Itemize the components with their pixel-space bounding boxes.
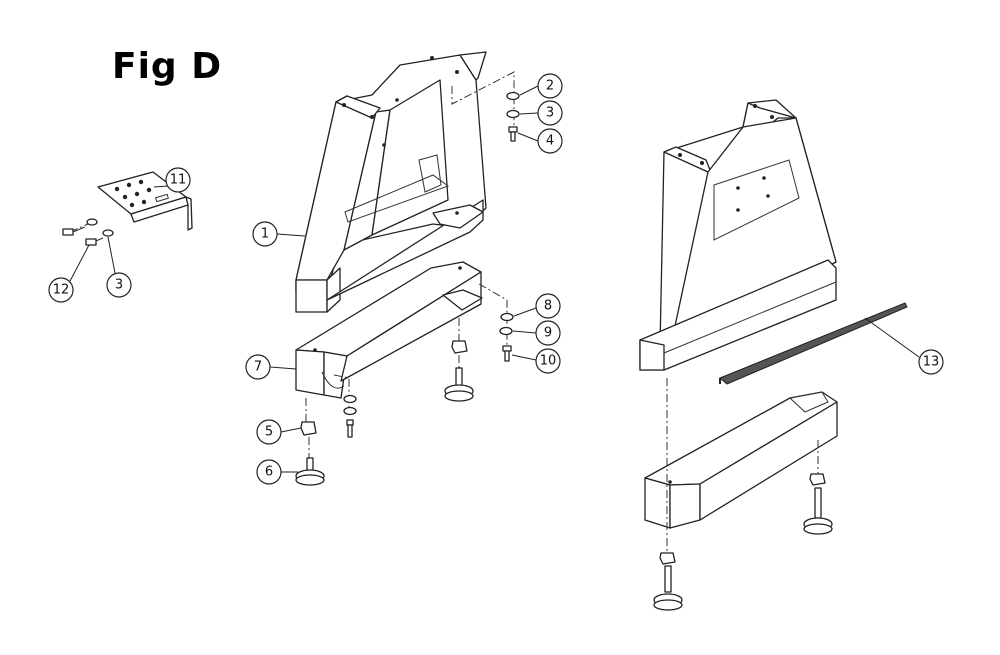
callout-3-bracket: 3 <box>106 272 132 298</box>
svg-text:3: 3 <box>546 106 554 121</box>
right-stand-body <box>639 99 837 371</box>
callout-1: 1 <box>252 221 278 247</box>
svg-text:13: 13 <box>923 355 940 370</box>
svg-text:7: 7 <box>254 360 262 375</box>
svg-text:4: 4 <box>546 134 554 149</box>
callout-12: 12 <box>48 277 74 303</box>
callout-8: 8 <box>535 293 561 319</box>
callout-4: 4 <box>537 128 563 154</box>
right-base-hardware <box>653 378 833 611</box>
svg-text:1: 1 <box>261 227 269 242</box>
callout-11: 11 <box>165 167 191 193</box>
left-base-foot <box>295 261 483 399</box>
callout-9: 9 <box>535 320 561 346</box>
callout-5: 5 <box>256 419 282 445</box>
callout-7: 7 <box>245 354 271 380</box>
bracket-screws <box>62 218 114 246</box>
svg-text:12: 12 <box>53 283 70 298</box>
callout-3-top: 3 <box>537 100 563 126</box>
base-hardware <box>295 283 514 486</box>
svg-text:11: 11 <box>170 173 187 188</box>
callout-6: 6 <box>256 459 282 485</box>
svg-text:10: 10 <box>540 354 557 369</box>
svg-text:9: 9 <box>544 326 552 341</box>
top-hardware <box>451 71 520 142</box>
svg-text:2: 2 <box>546 79 554 94</box>
leader-lines <box>68 85 920 473</box>
callout-10: 10 <box>535 348 561 374</box>
right-base-foot <box>644 391 838 529</box>
callout-2: 2 <box>537 73 563 99</box>
svg-text:5: 5 <box>265 425 273 440</box>
hex-key <box>719 302 908 385</box>
svg-text:3: 3 <box>115 278 123 293</box>
bracket-plate <box>97 171 193 231</box>
svg-text:6: 6 <box>265 465 273 480</box>
left-stand-body <box>295 51 487 313</box>
figure-title: Fig D <box>112 46 223 87</box>
callout-13: 13 <box>918 349 944 375</box>
svg-text:8: 8 <box>544 299 552 314</box>
